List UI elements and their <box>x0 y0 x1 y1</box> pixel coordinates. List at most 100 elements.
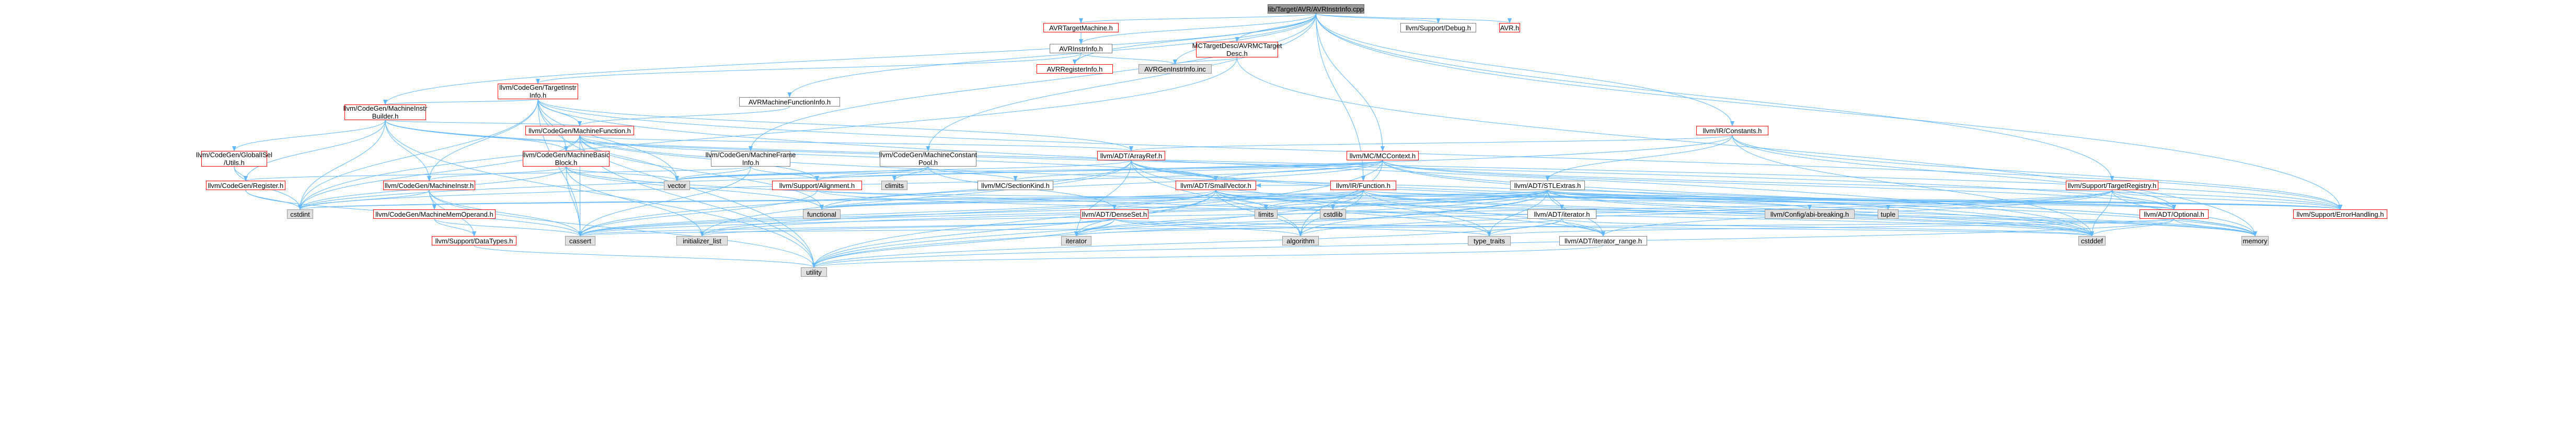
node-adt-arrayref-h[interactable]: llvm/ADT/ArrayRef.h <box>1097 151 1165 160</box>
node-tuple: tuple <box>1878 209 1899 219</box>
node-globalisel-utils-h[interactable]: llvm/CodeGen/GlobalISel /Utils.h <box>196 151 272 167</box>
edge-smallvec-to-initlist <box>700 190 1216 237</box>
edge-iterrange-to-utility <box>812 245 1604 268</box>
node-machine-basic-block-h[interactable]: llvm/CodeGen/MachineBasic Block.h <box>522 151 610 167</box>
node-machine-instr-h[interactable]: llvm/CodeGen/MachineInstr.h <box>383 181 475 190</box>
node-support-error-handling-h[interactable]: llvm/Support/ErrorHandling.h <box>2293 209 2387 219</box>
node-iterator: iterator <box>1061 236 1091 245</box>
edge-treg-to-cassert <box>578 190 2112 237</box>
edge-avrii_h-to-avrgen <box>1080 53 1177 65</box>
node-avr-target-machine-h[interactable]: AVRTargetMachine.h <box>1043 23 1119 32</box>
edge-irfunc-to-cstddef <box>1363 190 2094 237</box>
node-codegen-register-h[interactable]: llvm/CodeGen/Register.h <box>206 181 285 190</box>
node-avr-instr-info-cpp: lib/Target/AVR/AVRInstrInfo.cpp <box>1268 4 1364 14</box>
node-config-abi-breaking-h: llvm/Config/abi-breaking.h <box>1765 209 1855 219</box>
node-machine-instr-builder-h[interactable]: llvm/CodeGen/MachineInstr Builder.h <box>343 104 428 120</box>
edge-tii-to-arrayref <box>537 99 1133 151</box>
node-support-debug-h[interactable]: llvm/Support/Debug.h <box>1400 23 1476 32</box>
edge-root-to-mcpool <box>926 13 1316 151</box>
edge-denseset-to-algorithm <box>1114 218 1303 237</box>
edge-denseset-to-utility <box>812 218 1115 268</box>
node-adt-denseset-h[interactable]: llvm/ADT/DenseSet.h <box>1080 209 1148 219</box>
node-machine-frame-info-h[interactable]: llvm/CodeGen/MachineFrame Info.h <box>705 151 796 167</box>
edge-denseset-to-typetraits <box>1114 218 1491 237</box>
edge-root-to-avrgen <box>1173 13 1316 65</box>
edge-stlextras-to-cfgbreak <box>1547 190 1812 210</box>
node-cstddef: cstddef <box>2078 236 2106 245</box>
edge-root-to-mfi_avr <box>787 13 1316 98</box>
edge-minstr-to-cassert <box>429 190 582 237</box>
edge-tii-to-errh <box>537 99 2342 210</box>
node-support-alignment-h[interactable]: llvm/Support/Alignment.h <box>772 181 862 190</box>
edge-irfunc-to-optional <box>1363 190 2176 210</box>
edge-mf-to-align <box>579 135 819 181</box>
edge-arrayref-to-vector <box>675 160 1132 181</box>
node-limits: limits <box>1255 209 1278 219</box>
edge-mcpool-to-vector <box>675 166 928 181</box>
edge-tii-to-cassert <box>537 99 582 237</box>
node-avr-h[interactable]: AVR.h <box>1499 23 1520 32</box>
edge-irfunc-to-functional <box>820 190 1364 210</box>
node-avr-instr-info-h[interactable]: AVRInstrInfo.h <box>1050 44 1112 53</box>
edge-optional-to-cstddef <box>2090 218 2175 237</box>
node-ir-constants-h[interactable]: llvm/IR/Constants.h <box>1696 126 1768 135</box>
edge-denseset-to-cassert <box>578 218 1115 237</box>
node-cstdlib: cstdlib <box>1320 209 1346 219</box>
edge-mccontext-to-functional <box>820 160 1383 210</box>
node-utility: utility <box>801 267 827 277</box>
edge-root-to-treg <box>1316 13 2114 181</box>
node-adt-optional-h[interactable]: llvm/ADT/Optional.h <box>2140 209 2209 219</box>
node-adt-iterator-h[interactable]: llvm/ADT/iterator.h <box>1527 209 1596 219</box>
edge-adtiter-to-iterator <box>1074 218 1562 237</box>
node-support-target-registry-h[interactable]: llvm/Support/TargetRegistry.h <box>2066 181 2158 190</box>
edge-arrayref-to-initlist <box>700 160 1132 237</box>
node-ir-function-h[interactable]: llvm/IR/Function.h <box>1330 181 1396 190</box>
edge-root-to-mccontext <box>1316 13 1385 151</box>
edge-mf-to-cstdint <box>298 135 580 210</box>
edge-mccontext-to-vector <box>675 160 1383 181</box>
edge-stlextras-to-cstdint <box>298 190 1548 210</box>
edge-mbb-to-vector <box>566 166 679 181</box>
edge-align-to-cassert <box>578 190 818 237</box>
node-mc-section-kind-h[interactable]: llvm/MC/SectionKind.h <box>978 181 1053 190</box>
edge-root-to-mib <box>383 13 1316 105</box>
edge-gisel-to-register <box>234 166 248 181</box>
edge-mf-to-arrayref <box>579 135 1133 151</box>
node-target-instr-info-h[interactable]: llvm/CodeGen/TargetInstr Info.h <box>498 84 578 99</box>
edge-align-to-optional <box>816 190 2176 210</box>
edge-root-to-avrreg <box>1073 13 1316 65</box>
edge-root-to-avr_h <box>1316 13 1512 23</box>
node-machine-mem-operand-h[interactable]: llvm/CodeGen/MachineMemOperand.h <box>373 209 496 219</box>
node-avr-register-info-h[interactable]: AVRRegisterInfo.h <box>1037 64 1113 74</box>
edge-treg-to-optional <box>2112 190 2176 210</box>
edge-root-to-mframe <box>749 13 1316 151</box>
edge-consts-to-stlextras <box>1545 135 1733 181</box>
node-machine-constant-pool-h[interactable]: llvm/CodeGen/MachineConstant Pool.h <box>879 151 978 167</box>
node-adt-small-vector-h[interactable]: llvm/ADT/SmallVector.h <box>1176 181 1256 190</box>
edge-mccontext-to-algorithm <box>1298 160 1383 237</box>
node-machine-function-h[interactable]: llvm/CodeGen/MachineFunction.h <box>525 126 634 135</box>
node-adt-stl-extras-h[interactable]: llvm/ADT/STLExtras.h <box>1510 181 1585 190</box>
edge-root-to-avrtm <box>1079 13 1316 23</box>
node-support-datatypes-h[interactable]: llvm/Support/DataTypes.h <box>432 236 516 245</box>
edge-mop-to-cassert <box>434 218 582 237</box>
edge-mctd-to-cstdint <box>298 57 1237 210</box>
edge-mframe-to-vector <box>675 166 751 181</box>
edge-tii-to-cstdint <box>298 99 538 210</box>
edge-mf-to-functional <box>579 135 824 210</box>
edge-stlextras-to-functional <box>820 190 1548 210</box>
node-avr-machine-function-info-h[interactable]: AVRMachineFunctionInfo.h <box>739 97 840 107</box>
edge-mcpool-to-align <box>815 166 928 181</box>
edge-tii-to-mbb <box>537 99 568 151</box>
node-adt-iterator-range-h[interactable]: llvm/ADT/iterator_range.h <box>1559 236 1647 245</box>
node-avr-mc-target-desc-h[interactable]: MCTargetDesc/AVRMCTarget Desc.h <box>1192 42 1282 57</box>
edge-mib-to-register <box>244 120 386 181</box>
edge-adtiter-to-utility <box>812 218 1562 268</box>
edge-mctd-to-avrgen <box>1173 57 1237 65</box>
node-mc-context-h[interactable]: llvm/MC/MCContext.h <box>1347 151 1419 160</box>
edge-mctd-to-memory <box>1237 57 2257 237</box>
node-vector: vector <box>664 181 690 190</box>
edge-mib-to-cstdint <box>298 120 386 210</box>
